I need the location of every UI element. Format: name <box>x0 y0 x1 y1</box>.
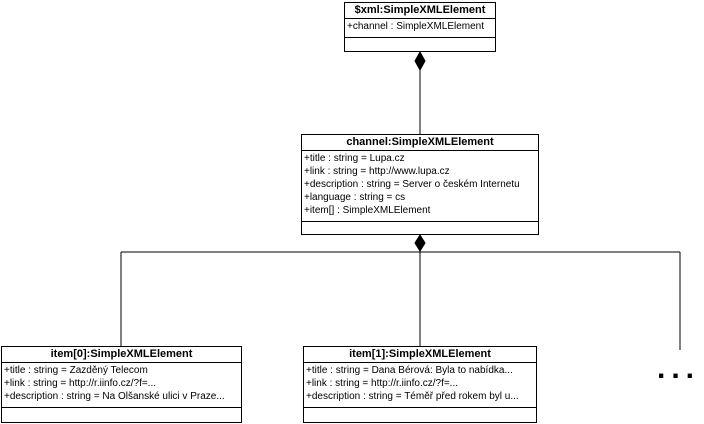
attribute: +link : string = http://www.lupa.cz <box>304 166 450 177</box>
attribute-compartment: +title : string = Lupa.cz +link : string… <box>302 151 538 222</box>
class-box-item0: item[0]:SimpleXMLElement +title : string… <box>1 346 242 423</box>
operation-compartment <box>302 222 538 236</box>
attribute: +description : string = Na Olšanské ulic… <box>4 391 225 402</box>
attribute: +title : string = Zazděný Telecom <box>4 365 148 376</box>
attribute: +title : string = Dana Bérová: Byla to n… <box>306 365 513 376</box>
attribute: +title : string = Lupa.cz <box>304 153 405 164</box>
attribute: +language : string = cs <box>304 192 406 203</box>
class-name: $xml:SimpleXMLElement <box>345 3 495 19</box>
attribute-compartment: +title : string = Dana Bérová: Byla to n… <box>304 363 536 408</box>
attribute: +link : string = http://r.iinfo.cz/?f=..… <box>4 378 157 389</box>
class-name: item[1]:SimpleXMLElement <box>304 347 536 363</box>
operation-compartment <box>304 408 536 422</box>
class-name: channel:SimpleXMLElement <box>302 135 538 151</box>
operation-compartment <box>2 408 241 422</box>
operation-compartment <box>345 38 495 52</box>
attribute: +channel : SimpleXMLElement <box>347 21 485 32</box>
class-box-item1: item[1]:SimpleXMLElement +title : string… <box>303 346 537 423</box>
class-box-xml: $xml:SimpleXMLElement +channel : SimpleX… <box>344 2 496 52</box>
attribute: +description : string = Téměř před rokem… <box>306 391 519 402</box>
class-box-channel: channel:SimpleXMLElement +title : string… <box>301 134 539 235</box>
class-name: item[0]:SimpleXMLElement <box>2 347 241 363</box>
attribute: +item[] : SimpleXMLElement <box>304 205 431 216</box>
composition-diamond-xml <box>414 50 426 72</box>
attribute: +description : string = Server o českém … <box>304 179 520 190</box>
attribute-compartment: +channel : SimpleXMLElement <box>345 19 495 38</box>
more-items-ellipsis: ... <box>657 352 701 385</box>
attribute-compartment: +title : string = Zazděný Telecom +link … <box>2 363 241 408</box>
attribute: +link : string = http://r.iinfo.cz/?f=..… <box>306 378 459 389</box>
composition-diamond-channel <box>414 234 426 252</box>
